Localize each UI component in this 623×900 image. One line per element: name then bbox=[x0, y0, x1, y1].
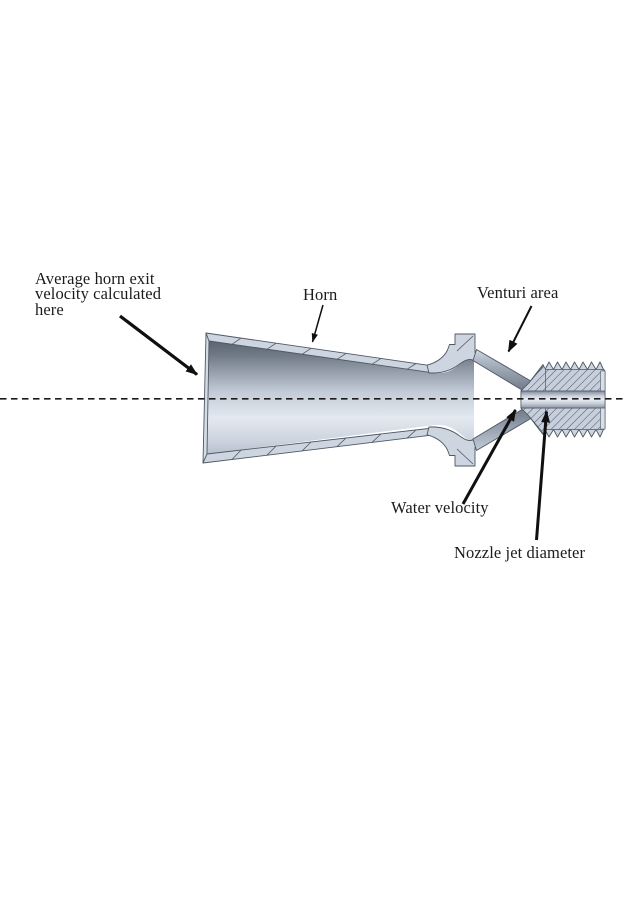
arrow-horn bbox=[311, 304, 324, 343]
arrow-venturi-area bbox=[507, 305, 533, 353]
horn-flange-bottom bbox=[426, 426, 477, 467]
label-horn: Horn bbox=[303, 285, 338, 304]
venturi-cone-upper-bar bbox=[472, 349, 532, 392]
nozzle-hatch-band-top bbox=[520, 365, 605, 392]
arrow-nozzle-jet-diameter bbox=[535, 410, 551, 541]
arrow-avg-horn-exit bbox=[119, 314, 198, 376]
venturi-cone-lower-bar bbox=[472, 407, 532, 451]
nozzle-hatch-band-bottom bbox=[520, 407, 605, 434]
horn-wall-top-hatch bbox=[231, 337, 417, 370]
horn-flange-top-tab-hatch bbox=[456, 335, 474, 352]
horn-flange-bottom-tab-hatch bbox=[456, 448, 474, 465]
label-nozzle-jet-diameter: Nozzle jet diameter bbox=[454, 543, 586, 562]
label-water-velocity: Water velocity bbox=[391, 498, 489, 517]
arrow-water-velocity bbox=[461, 409, 517, 505]
label-avg-horn-exit-velocity: Average horn exit velocity calculated he… bbox=[35, 269, 162, 319]
horn-wall-bottom-hatch bbox=[231, 429, 417, 460]
horn-flange-top bbox=[426, 333, 477, 374]
label-venturi-area: Venturi area bbox=[477, 283, 559, 302]
